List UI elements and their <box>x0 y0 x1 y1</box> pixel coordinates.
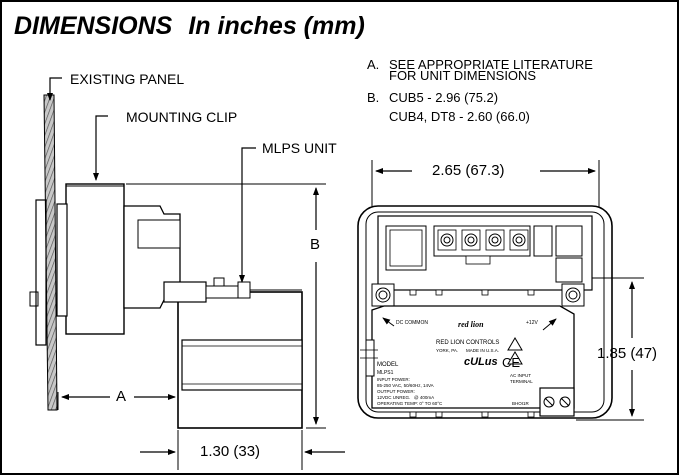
label-mlps-unit: MLPS UNIT <box>262 140 337 156</box>
front-view <box>357 160 644 421</box>
mounting-clip <box>65 183 125 335</box>
ul-mark-icon: cULus <box>464 356 498 368</box>
bezel <box>35 199 47 346</box>
plate-input-spec: 85-250 VAC, 50/60Hz, 14VA <box>377 383 434 388</box>
plate-terminal: TERMINAL <box>510 379 533 384</box>
plate-output-power: OUTPUT POWER: <box>377 389 415 394</box>
dim-height-label: 1.85 (47) <box>597 345 658 362</box>
plate-model: MLPS1 <box>377 370 394 376</box>
dim-depth-label: 1.30 (33) <box>200 443 261 460</box>
plate-dc-common: DC COMMON <box>396 320 428 326</box>
plate-company: RED LION CONTROLS <box>436 340 500 346</box>
leader-mlps-unit <box>239 147 256 283</box>
plate-logo: red lion <box>458 320 484 329</box>
dim-a-label: A <box>116 388 127 405</box>
plate-code: BHOI1R <box>512 401 529 406</box>
dim-b-label: B <box>310 236 321 253</box>
plate-output-current: @ 400mA <box>414 395 435 400</box>
title-units: In inches (mm) <box>188 12 365 40</box>
plate-ac-input: AC INPUT <box>510 373 532 378</box>
plate-temp: OPERATING TEMP: 0° TO 60°C <box>377 401 443 406</box>
plate-made-in: MADE IN U.S.A. <box>466 348 500 353</box>
note-b-line1: CUB5 - 2.96 (75.2) <box>389 90 499 105</box>
plate-model-label: MODEL <box>377 362 399 368</box>
note-a-line2: FOR UNIT DIMENSIONS <box>389 68 537 83</box>
dim-width-label: 2.65 (67.3) <box>432 162 505 179</box>
note-b-line2: CUB4, DT8 - 2.60 (66.0) <box>389 109 530 124</box>
note-a-letter: A. <box>367 57 380 72</box>
page-title: DIMENSIONS In inches (mm) <box>14 12 365 41</box>
plate-city: YORK, PA. <box>436 348 459 353</box>
ce-mark-icon: CE <box>502 355 521 370</box>
note-b-letter: B. <box>367 90 380 105</box>
label-mounting-clip: MOUNTING CLIP <box>126 109 238 125</box>
terminal-block <box>433 225 531 265</box>
plate-plus12v: +12V <box>526 320 538 326</box>
label-existing-panel: EXISTING PANEL <box>70 71 185 87</box>
title-main: DIMENSIONS <box>14 12 173 40</box>
side-view <box>29 77 345 470</box>
leader-mounting-clip <box>93 115 108 181</box>
leader-existing-panel <box>47 77 62 101</box>
plate-output-spec: 12VDC UNREG. <box>377 395 411 400</box>
note-a-line1: SEE APPROPRIATE LITERATURE <box>389 57 593 72</box>
mlps-label-plate <box>371 305 575 409</box>
plate-input-power: INPUT POWER: <box>377 377 410 382</box>
